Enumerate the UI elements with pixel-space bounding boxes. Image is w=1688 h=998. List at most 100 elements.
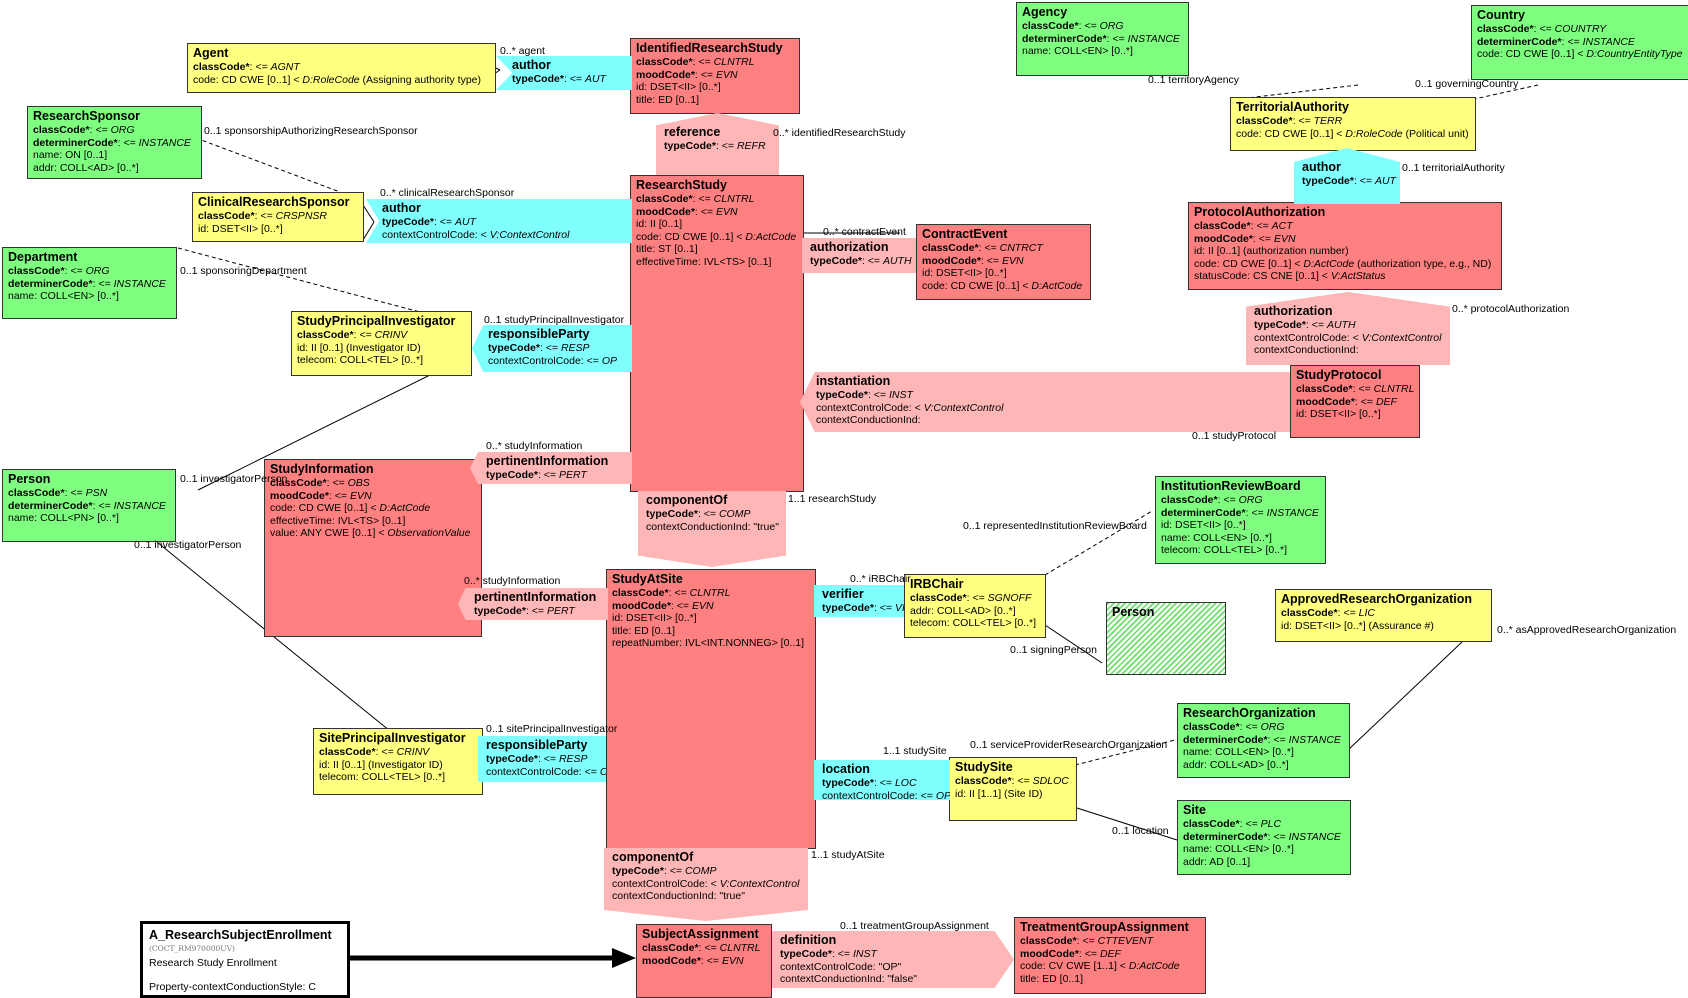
class-person-cmet[interactable]: Person — [1106, 602, 1226, 675]
connector-governing-country — [1469, 84, 1539, 101]
role-label-site-principal-investigator: 0..1 sitePrincipalInvestigator — [486, 723, 618, 735]
attribute-line: typeCode*: <= COMP — [646, 508, 751, 520]
role-label-irb-chair: 0..* iRBChair — [850, 573, 911, 585]
attribute-line: typeCode*: <= PERT — [486, 469, 587, 481]
connector-department — [177, 247, 421, 313]
attribute-line: classCode*: <= SDLOC — [955, 775, 1069, 787]
attribute-line: moodCode*: <= DEF — [1296, 395, 1397, 408]
role-label-investigator-person-1: 0..1 investigatorPerson — [180, 473, 288, 485]
attribute-line: contextControlCode: < V:ContextControl — [382, 228, 570, 241]
attribute-line: typeCode*: <= RESP — [488, 342, 590, 354]
role-label-research-study: 1..1 researchStudy — [788, 493, 877, 505]
role-label-identified-research-study: 0..* identifiedResearchStudy — [773, 127, 906, 139]
class-title: Agency — [1022, 5, 1068, 19]
entry-point-box[interactable]: A_ResearchSubjectEnrollment (COCT_RM9700… — [140, 921, 350, 998]
attribute-line: determinerCode*: <= INSTANCE — [1183, 830, 1341, 843]
attribute-line: typeCode*: <= REFR — [664, 140, 766, 152]
connector-approved — [1347, 641, 1463, 751]
attribute-line: typeCode*: <= PERT — [474, 605, 575, 617]
attribute-line: classCode*: <= AGNT — [193, 61, 300, 73]
attribute-line: determinerCode*: <= INSTANCE — [1183, 733, 1341, 746]
attribute-line: id: DSET<II> [0..*] — [1296, 408, 1381, 421]
role-label-sponsorship: 0..1 sponsorshipAuthorizingResearchSpons… — [204, 125, 418, 137]
connector-signing — [1044, 624, 1103, 664]
attribute-line: title: ED [0..1] — [1020, 972, 1084, 985]
attribute-line: classCode*: <= CTTEVENT — [1020, 935, 1154, 947]
attribute-line: id: DSET<II> [0..*] — [612, 612, 697, 625]
role-label-location: 0..1 location — [1112, 825, 1169, 837]
attribute-line: contextControlCode: < V:ContextControl — [816, 401, 1004, 414]
attribute-line: statusCode: CS CNE [0..1] < V:ActStatus — [1194, 270, 1386, 283]
attribute-line: typeCode*: <= AUT — [512, 73, 606, 85]
attribute-line: determinerCode*: <= INSTANCE — [1477, 35, 1635, 48]
attribute-line: classCode*: <= COUNTRY — [1477, 23, 1607, 35]
attribute-line: classCode*: <= ORG — [1161, 494, 1263, 506]
association-title: author — [1302, 160, 1341, 174]
attribute-line: contextConductionInd: — [1254, 344, 1359, 357]
attribute-line: id: II [0..1] — [636, 218, 683, 231]
association-title: pertinentInformation — [474, 590, 597, 604]
attribute-line: contextConductionInd: "true" — [646, 520, 779, 533]
attribute-line: addr: COLL<AD> [0..*] — [1183, 758, 1289, 771]
attribute-line: classCode*: <= CLNTRL — [1296, 383, 1415, 395]
role-label-signing-person: 0..1 signingPerson — [1010, 644, 1097, 656]
role-label-service-provider: 0..1 serviceProviderResearchOrganization — [970, 739, 1168, 751]
role-label-study-at-site: 1..1 studyAtSite — [811, 849, 885, 861]
class-title: Country — [1477, 8, 1525, 22]
attribute-line: determinerCode*: <= INSTANCE — [1161, 506, 1319, 519]
attribute-line: code: CD CWE [0..1] < D:ActCode — [636, 230, 797, 243]
class-title: ResearchStudy — [636, 178, 728, 192]
attribute-line: classCode*: <= CRINV — [297, 329, 408, 341]
attribute-line: classCode*: <= SGNOFF — [910, 592, 1032, 604]
role-label-territory-agency: 0..1 territoryAgency — [1148, 74, 1240, 86]
attribute-line: name: COLL<EN> [0..*] — [1183, 843, 1294, 856]
role-label-sponsoring-department: 0..1 sponsoringDepartment — [180, 265, 307, 277]
attribute-line: moodCode*: <= EVN — [1194, 232, 1296, 245]
attribute-line: typeCode*: <= COMP — [612, 865, 717, 877]
attribute-line: classCode*: <= CLNTRL — [642, 942, 761, 954]
role-label-protocol-authorization: 0..* protocolAuthorization — [1452, 303, 1570, 315]
association-title: verifier — [822, 587, 864, 601]
entry-point-style: Property-contextConductionStyle: C — [149, 981, 316, 993]
